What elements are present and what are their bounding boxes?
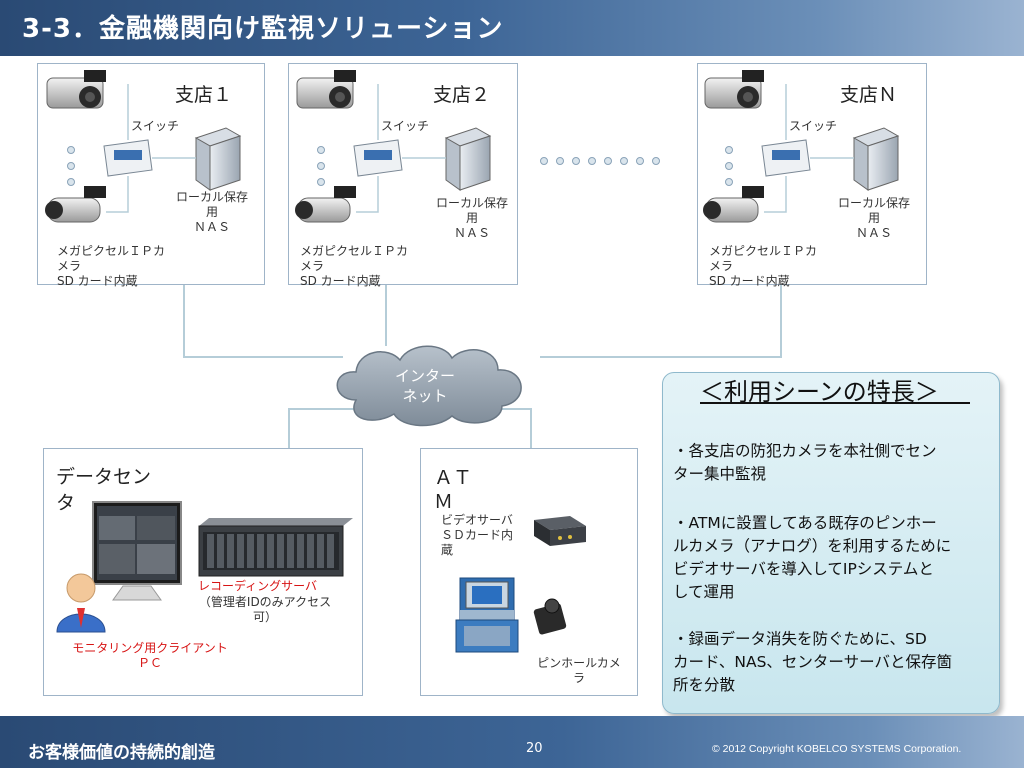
features-title: ＜利用シーンの特長＞ xyxy=(700,378,939,406)
monitor-icon xyxy=(92,501,182,601)
recording-server-icon xyxy=(198,518,353,577)
video-server-icon xyxy=(534,516,586,546)
atm-devices xyxy=(455,516,586,653)
feature-item-1: ・各支店の防犯カメラを本社側でセンター集中監視 xyxy=(673,442,937,483)
connector-line xyxy=(530,408,532,448)
internet-cloud-icon xyxy=(336,345,522,427)
branch-title: 支店１ xyxy=(175,84,233,106)
atm-machine-icon xyxy=(455,577,519,653)
branch-device-icons xyxy=(45,69,899,223)
branch-title: 支店２ xyxy=(433,84,491,106)
switch-label: スイッチ xyxy=(789,119,838,133)
connector-line xyxy=(183,284,185,357)
nas-icon xyxy=(194,127,242,191)
header-bar xyxy=(0,0,1024,56)
connector-line xyxy=(288,408,388,410)
footer-bar xyxy=(0,716,1024,768)
recording-server-note: （管理者IDのみアクセス可） xyxy=(198,595,332,624)
feature-item-2: ・ATMに設置してある既存のピンホールカメラ（アナログ）を利用するために ビデオ… xyxy=(673,514,952,601)
footer-slogan: お客様価値の持続的創造 xyxy=(28,743,215,763)
pinhole-camera-label: ピンホールカメラ xyxy=(537,656,621,685)
slide-title: 3-3．金融機関向け監視ソリューション xyxy=(22,14,504,44)
datacenter-devices xyxy=(56,501,353,633)
bullet-camera-icon xyxy=(45,186,106,223)
switch-icon xyxy=(103,139,153,177)
copyright: © 2012 Copyright KOBELCO SYSTEMS Corpora… xyxy=(712,743,962,755)
recording-server-label: レコーディングサーバ xyxy=(198,579,318,593)
internet-label: インターネット xyxy=(394,367,455,405)
datacenter-title: データセンタ xyxy=(56,466,152,514)
connector-line xyxy=(540,356,780,358)
connector-line xyxy=(183,356,343,358)
pinhole-camera-icon xyxy=(533,598,567,635)
connector-line xyxy=(288,408,290,448)
connector-line xyxy=(385,284,387,346)
features-title-underline xyxy=(700,402,970,404)
features-callout xyxy=(662,372,1000,714)
switch-label: スイッチ xyxy=(381,119,430,133)
switch-label: スイッチ xyxy=(131,119,180,133)
page-number: 20 xyxy=(526,741,543,756)
user-avatar-icon xyxy=(56,573,106,633)
atm-box xyxy=(420,448,638,696)
ellipsis-dots xyxy=(540,157,660,165)
ip-camera-icon xyxy=(46,70,106,109)
connector-line xyxy=(780,284,782,358)
branch-title: 支店Ｎ xyxy=(840,84,898,106)
